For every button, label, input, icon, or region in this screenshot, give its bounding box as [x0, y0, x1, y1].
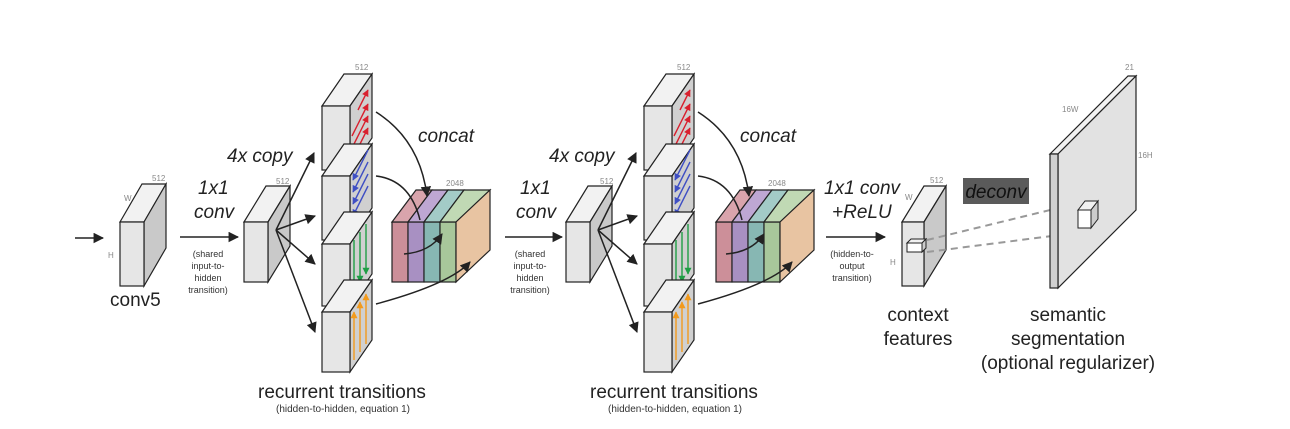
- conv1x1-b-note-1: (shared: [515, 249, 546, 259]
- segmentation-h-dim: 16H: [1138, 151, 1153, 160]
- hidden-block-b: [565, 221, 591, 283]
- conv-relu-note-3: transition): [832, 273, 872, 283]
- conv1x1-b-note-4: transition): [510, 285, 550, 295]
- recurrent-stack-a: 512: [258, 63, 426, 415]
- conv1x1-b-note-3: hidden: [516, 273, 543, 283]
- conv-relu-line1: 1x1 conv: [824, 178, 902, 199]
- context-w-dim: W: [905, 193, 913, 202]
- deconv-box: deconv: [963, 178, 1029, 204]
- hidden-a-dim: 512: [276, 177, 290, 186]
- segmentation-label-line3: (optional regularizer): [981, 353, 1155, 374]
- segmentation-channels-dim: 21: [1125, 63, 1134, 72]
- conv-relu-note-1: (hidden-to-: [830, 249, 874, 259]
- copy-b-label: 4x copy: [549, 146, 616, 167]
- segmentation-w-dim: 16W: [1062, 105, 1079, 114]
- conv1x1-a-note-2: input-to-: [191, 261, 224, 271]
- deconv-label: deconv: [965, 182, 1028, 203]
- red-flow-arrows: [351, 89, 369, 161]
- conv-relu-note-2: output: [839, 261, 865, 271]
- concat-a-dim: 2048: [446, 179, 464, 188]
- context-features-block: 512 W H context features: [884, 176, 953, 350]
- conv1x1-a-line1: 1x1: [198, 178, 229, 199]
- segmentation-label-line2: segmentation: [1011, 329, 1125, 350]
- conv-relu: 1x1 conv +ReLU (hidden-to- output transi…: [824, 178, 902, 283]
- concat-a: concat 2048: [375, 111, 492, 305]
- recurrent-b-subtitle: (hidden-to-hidden, equation 1): [608, 404, 742, 415]
- conv1x1-b: 1x1 conv (shared input-to- hidden transi…: [505, 177, 614, 295]
- recurrent-stack-b: 512: [590, 63, 758, 415]
- conv5-channels-dim: 512: [152, 174, 166, 183]
- hidden-block-a: [243, 221, 269, 283]
- conv-relu-line2: +ReLU: [832, 202, 892, 223]
- concat-b-dim: 2048: [768, 179, 786, 188]
- conv5-block: 512 W H conv5: [75, 174, 168, 311]
- segmentation-plane: 21 16W 16H semantic segmentation (option…: [981, 63, 1155, 374]
- conv1x1-a-note-1: (shared: [193, 249, 224, 259]
- conv1x1-b-line2: conv: [516, 202, 558, 223]
- concat-b: concat 2048: [697, 111, 816, 305]
- recurrent-a-dim: 512: [355, 63, 369, 72]
- recurrent-a-subtitle: (hidden-to-hidden, equation 1): [276, 404, 410, 415]
- concat-b-label: concat: [740, 126, 797, 147]
- context-channels-dim: 512: [930, 176, 944, 185]
- deconv-bg: [963, 178, 1029, 204]
- recurrent-a-title: recurrent transitions: [258, 382, 426, 403]
- conv1x1-a-note-4: transition): [188, 285, 228, 295]
- copy-a-arrows: [275, 152, 317, 333]
- conv1x1-b-line1: 1x1: [520, 178, 551, 199]
- conv5-h-dim: H: [108, 251, 114, 260]
- conv1x1-a-note-3: hidden: [194, 273, 221, 283]
- context-label-line1: context: [887, 305, 949, 326]
- context-label-line2: features: [884, 329, 953, 350]
- orange-flow-arrows: [350, 293, 370, 360]
- blue-flow-arrows: [352, 149, 369, 217]
- conv1x1-a: 1x1 conv (shared input-to- hidden transi…: [180, 177, 292, 295]
- conv1x1-b-note-2: input-to-: [513, 261, 546, 271]
- segmentation-label-line1: semantic: [1030, 305, 1106, 326]
- conv5-w-dim: W: [124, 194, 132, 203]
- hidden-b-dim: 512: [600, 177, 614, 186]
- conv1x1-a-line2: conv: [194, 202, 236, 223]
- concat-a-label: concat: [418, 126, 475, 147]
- recurrent-b-title: recurrent transitions: [590, 382, 758, 403]
- recurrent-b-dim: 512: [677, 63, 691, 72]
- context-h-dim: H: [890, 258, 896, 267]
- copy-b-arrows: [597, 152, 639, 333]
- conv5-label: conv5: [110, 290, 161, 311]
- copy-a-label: 4x copy: [227, 146, 294, 167]
